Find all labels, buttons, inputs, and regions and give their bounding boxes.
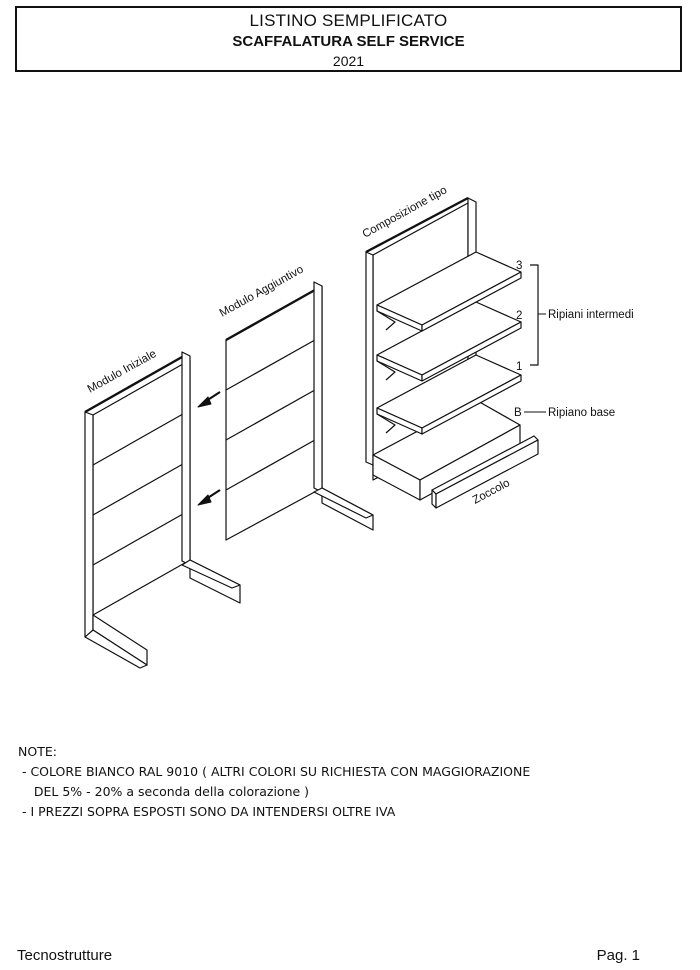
label-shelf-b: B (514, 407, 522, 419)
note-line-1: - COLORE BIANCO RAL 9010 ( ALTRI COLORI … (18, 764, 531, 779)
modulo-iniziale-drawing (84, 351, 241, 669)
note-line-2: DEL 5% - 20% a seconda della colorazione… (18, 784, 310, 799)
shelving-illustration: Modulo Iniziale Modulo Aggiuntivo Compos… (84, 184, 634, 669)
document-title: LISTINO SEMPLIFICATO (249, 11, 448, 30)
footer-page-number: Pag. 1 (596, 947, 640, 964)
note-line-3: - I PREZZI SOPRA ESPOSTI SONO DA INTENDE… (18, 804, 396, 819)
notes-section: NOTE: - COLORE BIANCO RAL 9010 ( ALTRI C… (18, 742, 530, 822)
document-subtitle: SCAFFALATURA SELF SERVICE (232, 33, 465, 50)
label-ripiano-base: Ripiano base (548, 407, 615, 419)
label-ripiani-intermedi: Ripiani intermedi (548, 309, 634, 321)
label-shelf-1: 1 (516, 361, 522, 373)
label-shelf-3: 3 (516, 260, 522, 272)
notes-heading: NOTE: (18, 744, 57, 759)
footer-company: Tecnostrutture (17, 947, 113, 964)
modulo-aggiuntivo-drawing (225, 281, 374, 541)
composizione-tipo-drawing (365, 196, 539, 509)
document-year: 2021 (332, 53, 365, 69)
header-box: LISTINO SEMPLIFICATO SCAFFALATURA SELF S… (15, 6, 682, 72)
label-shelf-2: 2 (516, 310, 522, 322)
insert-arrows (197, 391, 221, 506)
